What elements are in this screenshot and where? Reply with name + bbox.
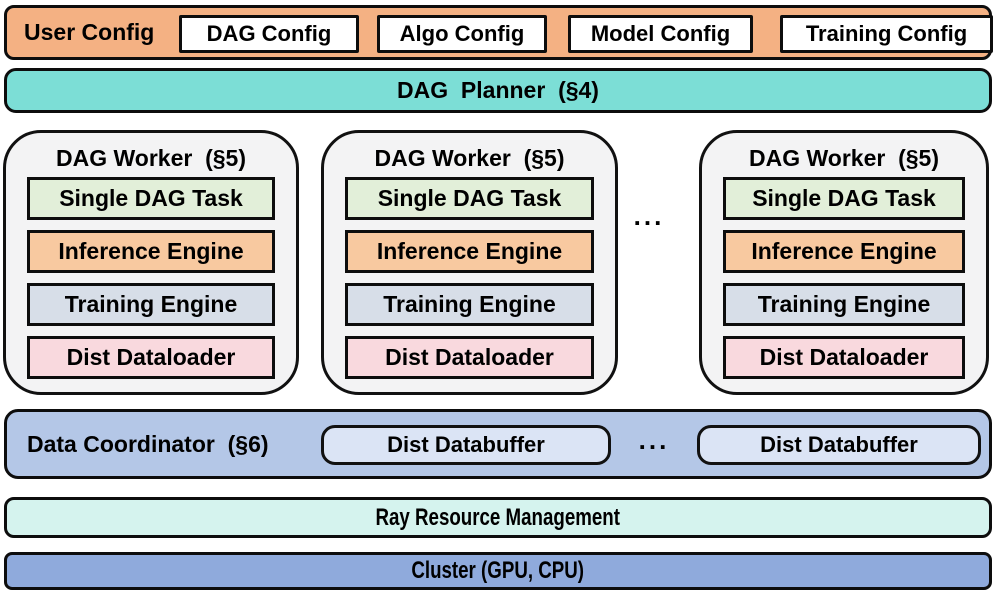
dag-worker-title: DAG Worker (§5) bbox=[374, 144, 565, 171]
dag-worker-rows: Single DAG Task Inference Engine Trainin… bbox=[6, 177, 296, 379]
data-coordinator-label: Data Coordinator (§6) bbox=[27, 430, 269, 457]
single-dag-task-box: Single DAG Task bbox=[27, 177, 275, 220]
model-config-box: Model Config bbox=[568, 15, 753, 53]
inference-engine-box: Inference Engine bbox=[723, 230, 965, 273]
dist-databuffer-box-2: Dist Databuffer bbox=[697, 425, 981, 465]
inference-engine-box: Inference Engine bbox=[27, 230, 275, 273]
dag-worker-title: DAG Worker (§5) bbox=[55, 144, 246, 171]
user-config-bar: User Config DAG Config Algo Config Model… bbox=[4, 5, 993, 60]
training-engine-box: Training Engine bbox=[723, 283, 965, 326]
dag-worker-card-3: DAG Worker (§5) Single DAG Task Inferenc… bbox=[699, 130, 989, 395]
dag-worker-rows: Single DAG Task Inference Engine Trainin… bbox=[324, 177, 615, 379]
ray-resource-management-bar: Ray Resource Management bbox=[4, 497, 992, 538]
workers-ellipsis: ... bbox=[633, 201, 665, 231]
dag-planner-label: DAG Planner (§4) bbox=[397, 77, 599, 103]
cluster-bar: Cluster (GPU, CPU) bbox=[4, 552, 992, 590]
training-engine-box: Training Engine bbox=[345, 283, 594, 326]
dag-worker-title: DAG Worker (§5) bbox=[748, 144, 939, 171]
inference-engine-box: Inference Engine bbox=[345, 230, 594, 273]
single-dag-task-box: Single DAG Task bbox=[345, 177, 594, 220]
training-engine-box: Training Engine bbox=[27, 283, 275, 326]
user-config-label: User Config bbox=[24, 19, 155, 45]
cluster-label: Cluster (GPU, CPU) bbox=[411, 557, 585, 584]
dist-dataloader-box: Dist Dataloader bbox=[723, 336, 965, 379]
dag-planner-bar: DAG Planner (§4) bbox=[4, 68, 992, 113]
data-coordinator-bar: Data Coordinator (§6) Dist Databuffer ..… bbox=[4, 409, 992, 479]
dist-databuffer-box-1: Dist Databuffer bbox=[321, 425, 611, 465]
training-config-box: Training Config bbox=[780, 15, 993, 53]
single-dag-task-box: Single DAG Task bbox=[723, 177, 965, 220]
dist-dataloader-box: Dist Dataloader bbox=[27, 336, 275, 379]
dag-worker-card-1: DAG Worker (§5) Single DAG Task Inferenc… bbox=[3, 130, 299, 395]
dag-config-box: DAG Config bbox=[179, 15, 359, 53]
dag-worker-card-2: DAG Worker (§5) Single DAG Task Inferenc… bbox=[321, 130, 618, 395]
ray-resource-management-label: Ray Resource Management bbox=[375, 503, 621, 531]
databuffer-ellipsis: ... bbox=[638, 425, 670, 455]
dist-dataloader-box: Dist Dataloader bbox=[345, 336, 594, 379]
dag-worker-rows: Single DAG Task Inference Engine Trainin… bbox=[702, 177, 986, 379]
algo-config-box: Algo Config bbox=[377, 15, 547, 53]
